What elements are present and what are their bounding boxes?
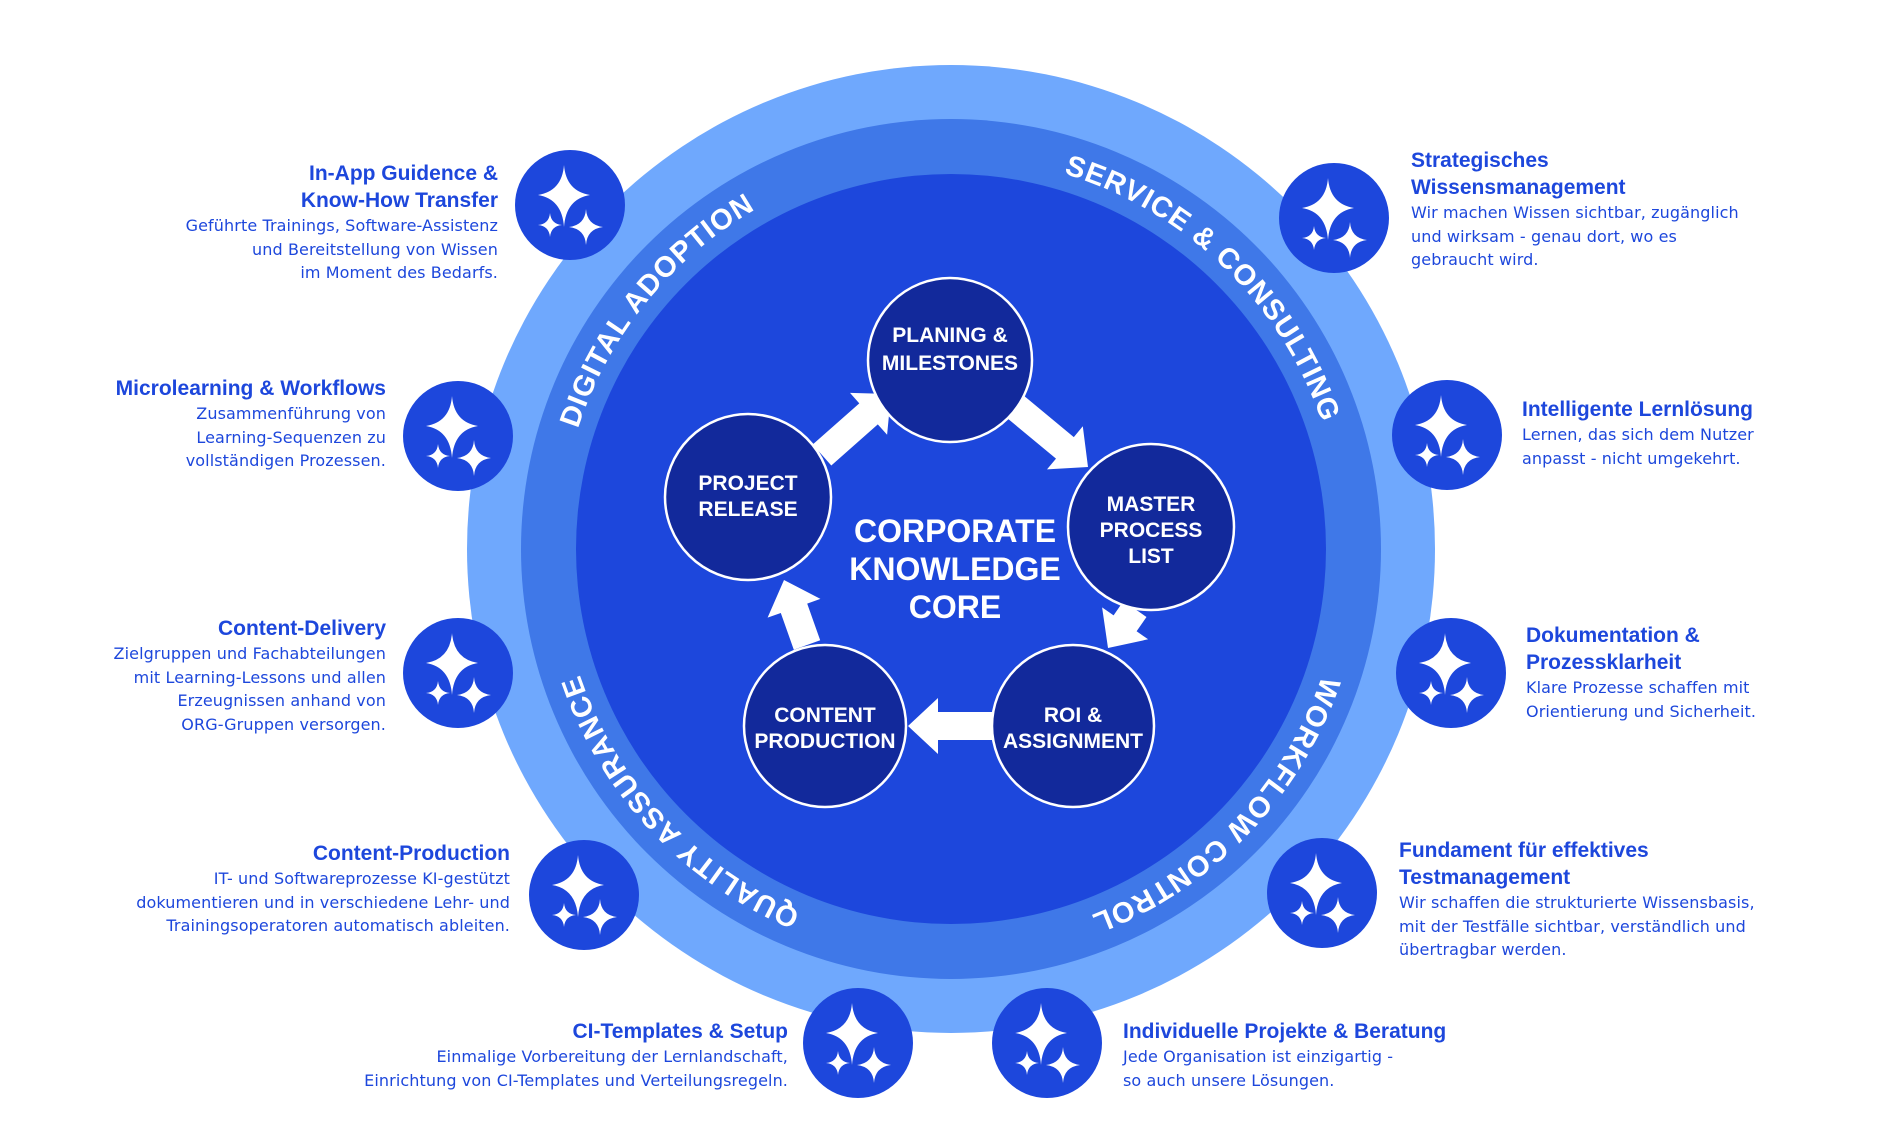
core-title: CORPORATE KNOWLEDGE CORE <box>849 513 1061 625</box>
cycle-node-project-release[interactable]: PROJECT RELEASE <box>663 412 833 582</box>
feature-title: Content-Delivery <box>217 617 386 640</box>
node-label-line: RELEASE <box>698 498 797 521</box>
feature-title: Microlearning & Workflows <box>115 377 386 400</box>
node-label-line: PLANING & <box>892 324 1008 347</box>
core-title-line: CORE <box>909 589 1001 625</box>
sparkles-icon-content-production <box>529 840 639 950</box>
node-label-line: PRODUCTION <box>754 730 895 753</box>
feature-title: Intelligente Lernlösung <box>1522 398 1754 421</box>
arrow-planing-to-master <box>1003 393 1088 470</box>
core-title-line: CORPORATE <box>854 513 1056 549</box>
feature-right-4: Individuelle Projekte & Beratung Jede Or… <box>1123 1018 1446 1092</box>
node-label-line: MILESTONES <box>882 352 1018 375</box>
arrow-content-to-release <box>767 580 821 650</box>
arrow-master-to-roi <box>1102 601 1149 648</box>
sparkles-icon-dokumentation <box>1396 618 1506 728</box>
cycle-node-content-production[interactable]: CONTENT PRODUCTION <box>742 643 908 809</box>
feature-right-2: Dokumentation &Prozessklarheit Klare Pro… <box>1526 622 1756 723</box>
sparkles-icon-intelligente-lernloesung <box>1392 380 1502 490</box>
node-label-line: PROJECT <box>698 472 797 495</box>
node-label-line: ROI & <box>1044 704 1102 727</box>
feature-title: In-App Guidence &Know-How Transfer <box>300 162 498 212</box>
feature-description: Einmalige Vorbereitung der Lernlandschaf… <box>364 1047 788 1090</box>
node-label-line: LIST <box>1128 545 1174 568</box>
sparkles-icon-ci-templates <box>803 988 913 1098</box>
sparkles-icon-testmanagement <box>1267 838 1377 948</box>
feature-description: Jede Organisation ist einzigartig -so au… <box>1123 1047 1394 1090</box>
feature-left-1: Microlearning & Workflows Zusammenführun… <box>116 375 386 473</box>
feature-title: Content-Production <box>312 842 510 865</box>
core-title-line: KNOWLEDGE <box>849 551 1061 587</box>
feature-icons <box>403 150 1506 1098</box>
arrow-roi-to-content <box>908 698 993 754</box>
sparkles-icon-strategisches-wissensmanagement <box>1279 163 1389 273</box>
feature-description: Wir schaffen die strukturierte Wissensba… <box>1399 893 1755 959</box>
sparkles-icon-in-app-guidence <box>515 150 625 260</box>
feature-title: Individuelle Projekte & Beratung <box>1123 1020 1447 1043</box>
cycle-node-planing-milestones[interactable]: PLANING & MILESTONES <box>866 276 1034 444</box>
node-label-line: CONTENT <box>774 704 876 727</box>
node-label-line: PROCESS <box>1100 519 1203 542</box>
feature-left-4: CI-Templates & Setup Einmalige Vorbereit… <box>364 1018 788 1092</box>
sparkles-icon-microlearning <box>403 381 513 491</box>
cycle-node-roi-assignment[interactable]: ROI & ASSIGNMENT <box>990 643 1156 809</box>
sparkles-icon-content-delivery <box>403 618 513 728</box>
node-label-line: MASTER <box>1107 493 1196 516</box>
feature-left-3: Content-Production IT- und Softwareproze… <box>136 840 510 938</box>
feature-right-1: Intelligente Lernlösung Lernen, das sich… <box>1522 396 1754 470</box>
cycle-arrows <box>767 392 1149 754</box>
sparkles-icon-individuelle-projekte <box>992 988 1102 1098</box>
arrow-release-to-planing <box>812 392 891 466</box>
feature-title: Dokumentation &Prozessklarheit <box>1526 624 1700 674</box>
feature-left-2: Content-Delivery Zielgruppen und Fachabt… <box>114 615 386 736</box>
node-label-line: ASSIGNMENT <box>1003 730 1143 753</box>
cycle-node-master-process-list[interactable]: MASTER PROCESS LIST <box>1066 442 1236 612</box>
feature-title: CI-Templates & Setup <box>572 1020 788 1043</box>
feature-left-0: In-App Guidence &Know-How Transfer Gefüh… <box>186 160 498 285</box>
